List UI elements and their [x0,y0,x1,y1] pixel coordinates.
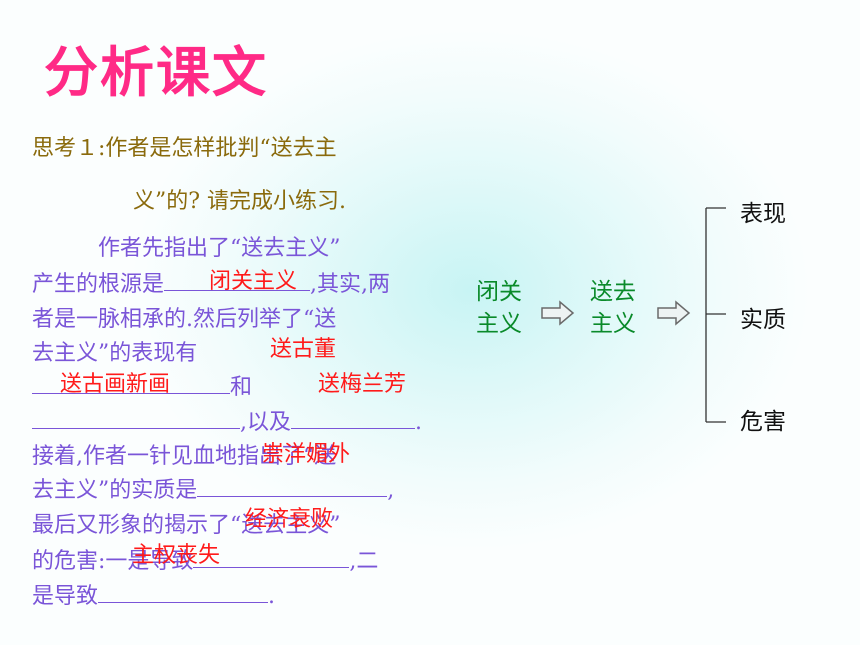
passage-line-6-text: ,以及 [240,410,291,435]
branch-harm: 危害 [740,409,786,435]
passage-line-8-end: , [387,478,395,503]
blank-7[interactable] [98,580,269,603]
question-line-2: 义”的? 请完成小练习. [133,189,347,214]
branch-bracket [705,207,726,423]
blank-3[interactable] [32,371,230,394]
passage-line-2-text: 产生的根源是 [32,272,165,297]
blank-6[interactable] [193,545,350,568]
passage-line-8: 去主义”的实质是, [32,472,394,504]
arrow-right-icon [541,300,575,326]
passage-line-11-text: 是导致 [32,584,99,609]
passage-line-1: 作者先指出了“送去主义” [98,236,341,261]
blank-5[interactable] [197,474,388,497]
node2-line-1: 送去 [590,279,636,305]
node2-line-2: 主义 [590,311,636,337]
passage-line-6: ,以及. [32,404,422,436]
passage-line-10: 的危害:一是导致 ,二 [32,543,378,575]
answer-4: 送梅兰芳 [318,372,407,397]
passage-line-2-tail: ,其实,两 [310,272,391,297]
passage-line-11: 是导致. [32,578,275,610]
slide-title: 分析课文 [44,41,268,104]
answer-3: 送古画新画 [60,372,171,397]
answer-7: 主权丧失 [132,543,221,568]
blank-4[interactable] [32,406,240,429]
answer-2: 送古董 [270,337,337,362]
branch-essence: 实质 [740,307,786,333]
arrow-right-icon-2 [657,300,691,326]
question-line-1: 思考１:作者是怎样批判“送去主 [32,136,337,161]
passage-line-8-text: 去主义”的实质是 [32,478,198,503]
passage-line-6-end: . [415,410,422,435]
passage-line-5: 和 [32,369,252,401]
answer-6: 经济衰败 [245,507,334,532]
passage-line-3: 者是一脉相承的.然后列举了“送 [32,307,337,332]
passage-line-9: 最后又形象的揭示了“送去主义” [32,513,341,538]
diagram-node-closed-door: 闭关 主义 [476,276,522,340]
answer-1: 闭关主义 [209,269,298,294]
passage-line-11-end: . [268,584,276,609]
passage-line-7: 接着,作者一针见血地指出了“送 [32,444,337,469]
passage-line-10-text: 的危害:一是导致 [32,549,194,574]
branch-manifestation: 表现 [740,201,786,227]
blank-1[interactable] [164,268,311,291]
passage-line-5-and: 和 [230,375,253,400]
passage-line-10-end: ,二 [349,549,379,574]
passage-line-2: 产生的根源是 ,其实,两 [32,266,390,298]
node1-line-2: 主义 [476,311,522,337]
blank-4b[interactable] [291,406,415,429]
passage-line-4: 去主义”的表现有 [32,341,198,366]
diagram-node-sending-out: 送去 主义 [590,276,636,340]
node1-line-1: 闭关 [476,279,522,305]
answer-5: 崇洋媚外 [262,442,351,467]
